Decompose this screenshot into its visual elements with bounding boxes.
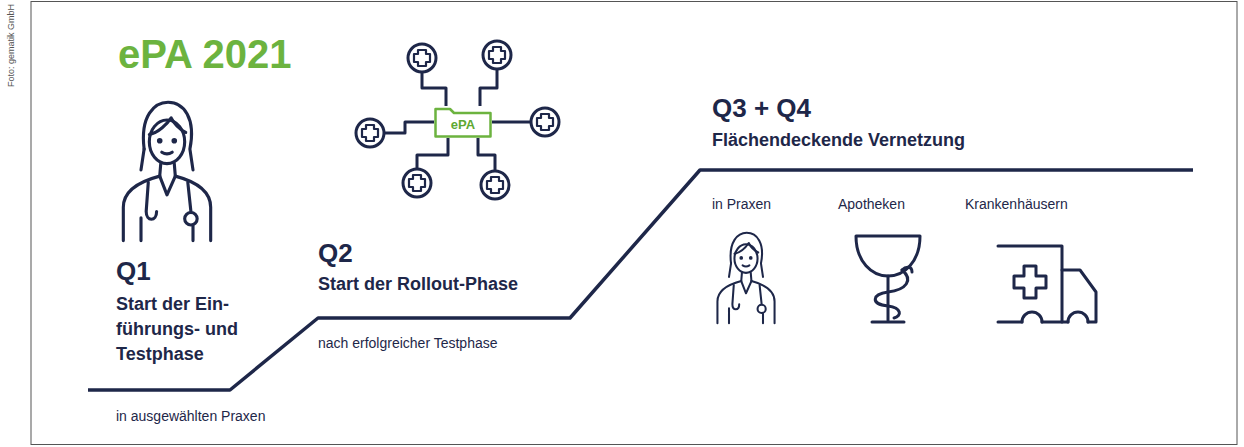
phase-number: Q1 — [116, 256, 151, 287]
phase-title: Start der Rollout-Phase — [318, 274, 518, 296]
phase-title: Start der Ein- führungs- und Testphase — [116, 292, 266, 367]
doctor-icon — [123, 102, 210, 240]
title: ePA 2021 — [118, 30, 291, 78]
step-line — [88, 170, 1193, 390]
phase-number: Q3 + Q4 — [712, 93, 811, 124]
plus-circle — [403, 169, 431, 197]
plus-circle — [356, 119, 384, 147]
phase-title: Flächendeckende Vernetzung — [712, 130, 965, 152]
plus-circle — [531, 108, 559, 136]
place-label: in Praxen — [712, 196, 771, 213]
place-label: Apotheken — [838, 196, 905, 213]
phase-number: Q2 — [318, 238, 353, 269]
ambulance-icon — [998, 246, 1096, 322]
doctor-icon — [717, 233, 774, 323]
plus-circle — [408, 44, 436, 72]
photo-credit: Foto: gematik GmbH — [6, 4, 17, 87]
phase-note: in ausgewählten Praxen — [116, 408, 265, 425]
frame — [31, 2, 1237, 445]
place-label: Krankenhäusern — [965, 196, 1068, 213]
plus-circle — [483, 41, 511, 69]
phase-note: nach erfolgreicher Testphase — [318, 335, 498, 352]
node-text: ePA — [434, 117, 492, 132]
plus-circle — [481, 171, 509, 199]
folder-node: ePA — [434, 106, 492, 138]
network-wires — [384, 69, 531, 171]
pharmacy-icon — [856, 236, 920, 322]
